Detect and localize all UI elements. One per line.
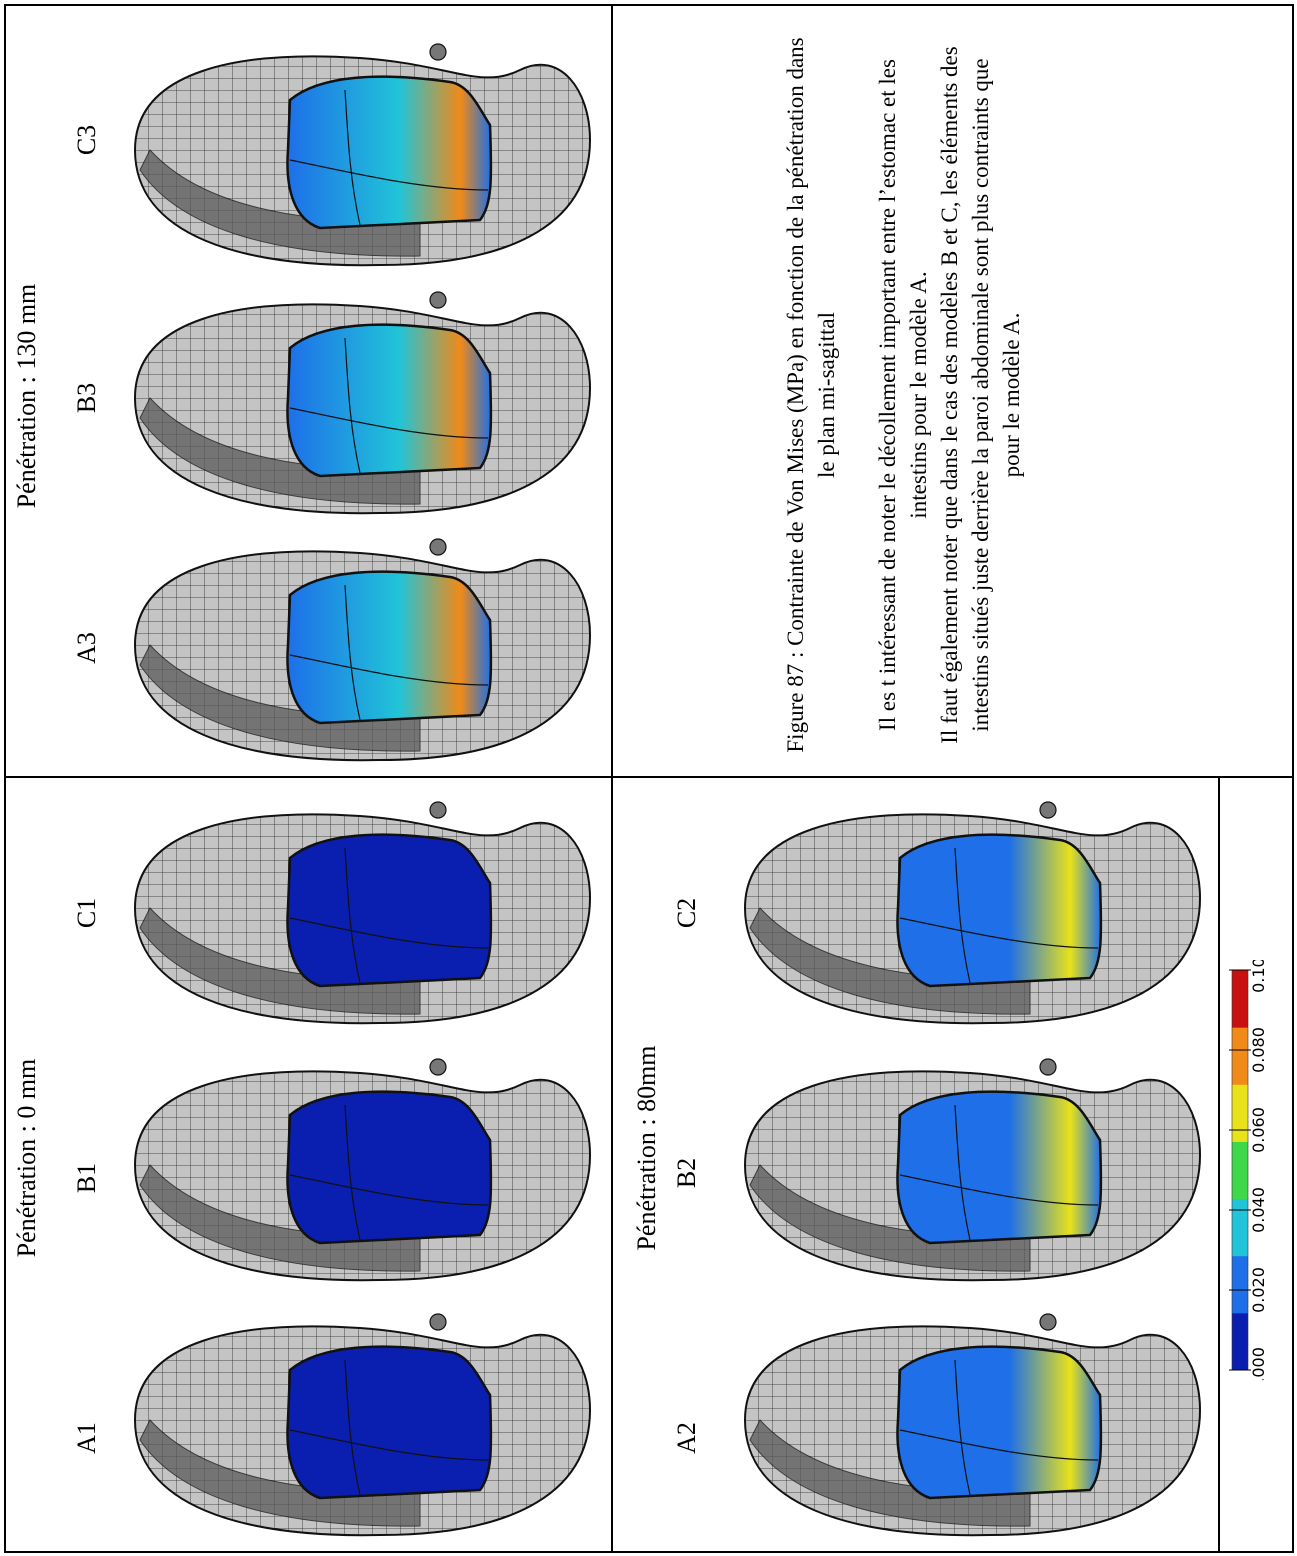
fe-model-C2 (743, 801, 1202, 1025)
fe-model-A3 (133, 538, 592, 762)
colorbar-segment (1232, 1312, 1248, 1371)
model-label-A2: A2 (672, 1422, 701, 1454)
colorbar-segment (1232, 1084, 1248, 1142)
fe-model-B3 (133, 291, 592, 515)
fe-model-B1 (133, 1058, 592, 1282)
colorbar-tick-label: 0.040 (1249, 1187, 1268, 1233)
colorbar-segment (1232, 1255, 1248, 1314)
mesh-body (133, 538, 592, 762)
caption-comment-1: Il es t intéressant de noter le décollem… (875, 59, 931, 731)
colorbar-segment (1232, 1027, 1248, 1085)
mesh-body (743, 1313, 1202, 1537)
table-divider-horizontal (4, 776, 1294, 778)
model-label-C1: C1 (72, 897, 101, 929)
model-label-A3: A3 (72, 632, 101, 664)
table-divider-vertical (611, 4, 613, 1553)
model-label-B3: B3 (72, 382, 101, 414)
colorbar-tick-label: 0.080 (1249, 1027, 1268, 1073)
mesh-body (133, 291, 592, 515)
group-title-130mm: Pénétration : 130 mm (12, 283, 41, 509)
caption-comment-2: Il faut également noter que dans le cas … (937, 46, 1024, 744)
mesh-body (133, 1313, 592, 1537)
fe-model-B2 (743, 1058, 1202, 1282)
caption-title: Figure 87 : Contrainte de Von Mises (MPa… (783, 37, 839, 753)
mesh-body (743, 801, 1202, 1025)
figure-caption: Figure 87 : Contrainte de Von Mises (MPa… (780, 35, 1080, 755)
colorbar-tick-label: 0.020 (1249, 1267, 1268, 1313)
colorbar-segment (1232, 970, 1248, 1028)
fe-model-C3 (133, 43, 592, 267)
mesh-body (133, 43, 592, 267)
colorbar-segment (1232, 1141, 1248, 1200)
colorbar-cell-divider (1218, 778, 1220, 1553)
fe-model-C1 (133, 801, 592, 1025)
model-label-B2: B2 (672, 1157, 701, 1189)
group-title-80mm: Pénétration : 80mm (632, 1045, 661, 1251)
mesh-body (133, 1058, 592, 1282)
colorbar-tick-label: 0.100 (1249, 960, 1268, 993)
group-title-0mm: Pénétration : 0 mm (12, 1058, 41, 1258)
colorbar-tick-label: 0.060 (1249, 1107, 1268, 1153)
colorbar-segment (1232, 1198, 1248, 1257)
mesh-body (743, 1058, 1202, 1282)
mesh-body (133, 801, 592, 1025)
model-label-A1: A1 (72, 1422, 101, 1454)
fe-model-A1 (133, 1313, 592, 1537)
figure-table (4, 4, 1294, 1553)
fe-model-A2 (743, 1313, 1202, 1537)
stress-colorbar: 0.000 0.020 0.040 0.060 0.080 0.100 (1229, 960, 1268, 1380)
model-label-C2: C2 (672, 897, 701, 929)
model-label-B1: B1 (72, 1162, 101, 1194)
model-label-C3: C3 (72, 124, 101, 156)
colorbar-tick-label: 0.000 (1249, 1347, 1268, 1380)
